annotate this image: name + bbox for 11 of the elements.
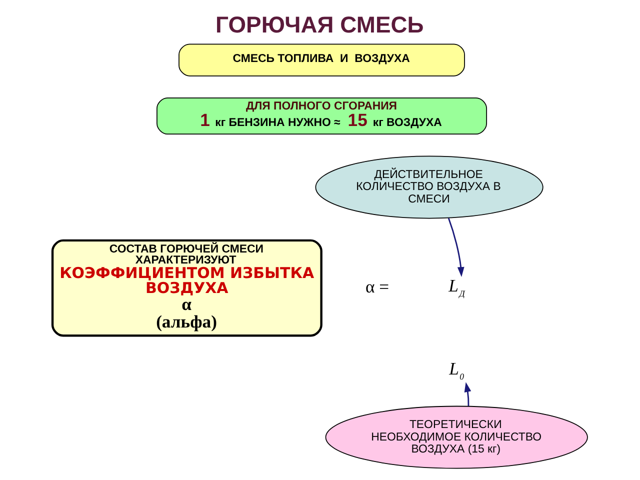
arrow — [464, 382, 472, 406]
node-text: L$_{0}$ — [449, 358, 464, 382]
diagram-title: ГОРЮЧАЯ СМЕСЬ — [216, 12, 424, 38]
node-ellipse: ДЕЙСТВИТЕЛЬНОЕ КОЛИЧЕСТВО ВОЗДУХА В СМЕСИ — [315, 156, 544, 219]
node-box: СМЕСЬ ТОПЛИВА И ВОЗДУХА — [178, 44, 465, 76]
node-box: ДЛЯ ПОЛНОГО СГОРАНИЯ 1 кг БЕНЗИНА НУЖНО ≈ 15 кг ВОЗДУХА — [156, 97, 488, 134]
node-text: L$_{Д}$ — [448, 276, 465, 299]
node-ellipse: ТЕОРЕТИЧЕСКИ НЕОБХОДИМОЕ КОЛИЧЕСТВО ВОЗДУХА (15 кг) — [325, 406, 588, 469]
label: α = — [366, 276, 390, 296]
node-box: СОСТАВ ГОРЮЧЕЙ СМЕСИ ХАРАКТЕРИЗУЮТ КОЭФФИЦИЕНТОМ ИЗБЫТКА ВОЗДУХА α (альфа) — [51, 239, 322, 337]
arrow — [448, 218, 464, 277]
